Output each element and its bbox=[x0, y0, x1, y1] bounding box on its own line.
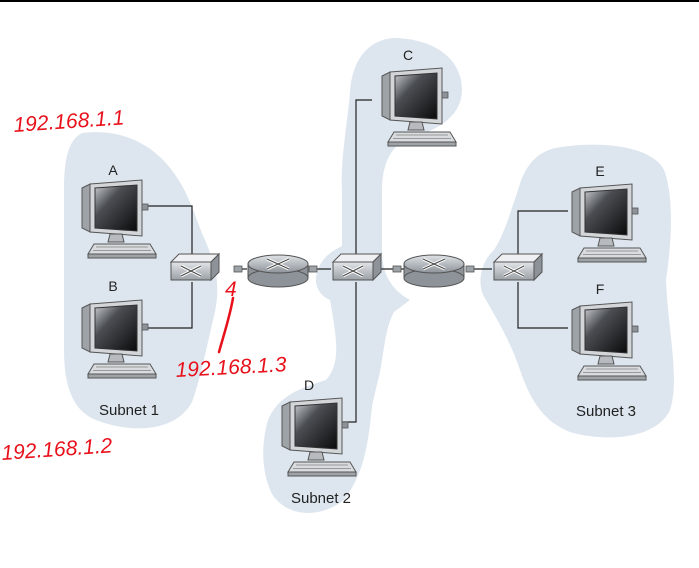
annotation-addr-iface: 192.168.1.3 bbox=[175, 353, 287, 382]
host-label-c: C bbox=[403, 47, 413, 63]
host-label-a: A bbox=[108, 162, 118, 178]
subnet-3-region bbox=[480, 144, 674, 438]
annotation-iface-mark: 4 bbox=[225, 278, 237, 301]
host-label-e: E bbox=[595, 163, 604, 179]
host-label-f: F bbox=[596, 281, 605, 297]
router-right bbox=[402, 253, 466, 289]
switch-subnet-3 bbox=[492, 252, 544, 282]
subnet-label-2: Subnet 2 bbox=[291, 490, 351, 507]
annotation-addr-b: 192.168.1.2 bbox=[1, 434, 114, 465]
subnet-label-1: Subnet 1 bbox=[99, 402, 159, 419]
host-label-b: B bbox=[108, 278, 117, 294]
switch-subnet-1 bbox=[169, 252, 221, 282]
top-border bbox=[0, 0, 699, 2]
annotation-arrow-line bbox=[217, 296, 235, 354]
subnet-label-3: Subnet 3 bbox=[576, 403, 636, 420]
switch-subnet-2 bbox=[331, 252, 383, 282]
annotation-addr-a: 192.168.1.1 bbox=[13, 106, 125, 137]
host-label-d: D bbox=[304, 377, 314, 393]
connectors bbox=[233, 265, 475, 273]
router-left bbox=[246, 253, 310, 289]
